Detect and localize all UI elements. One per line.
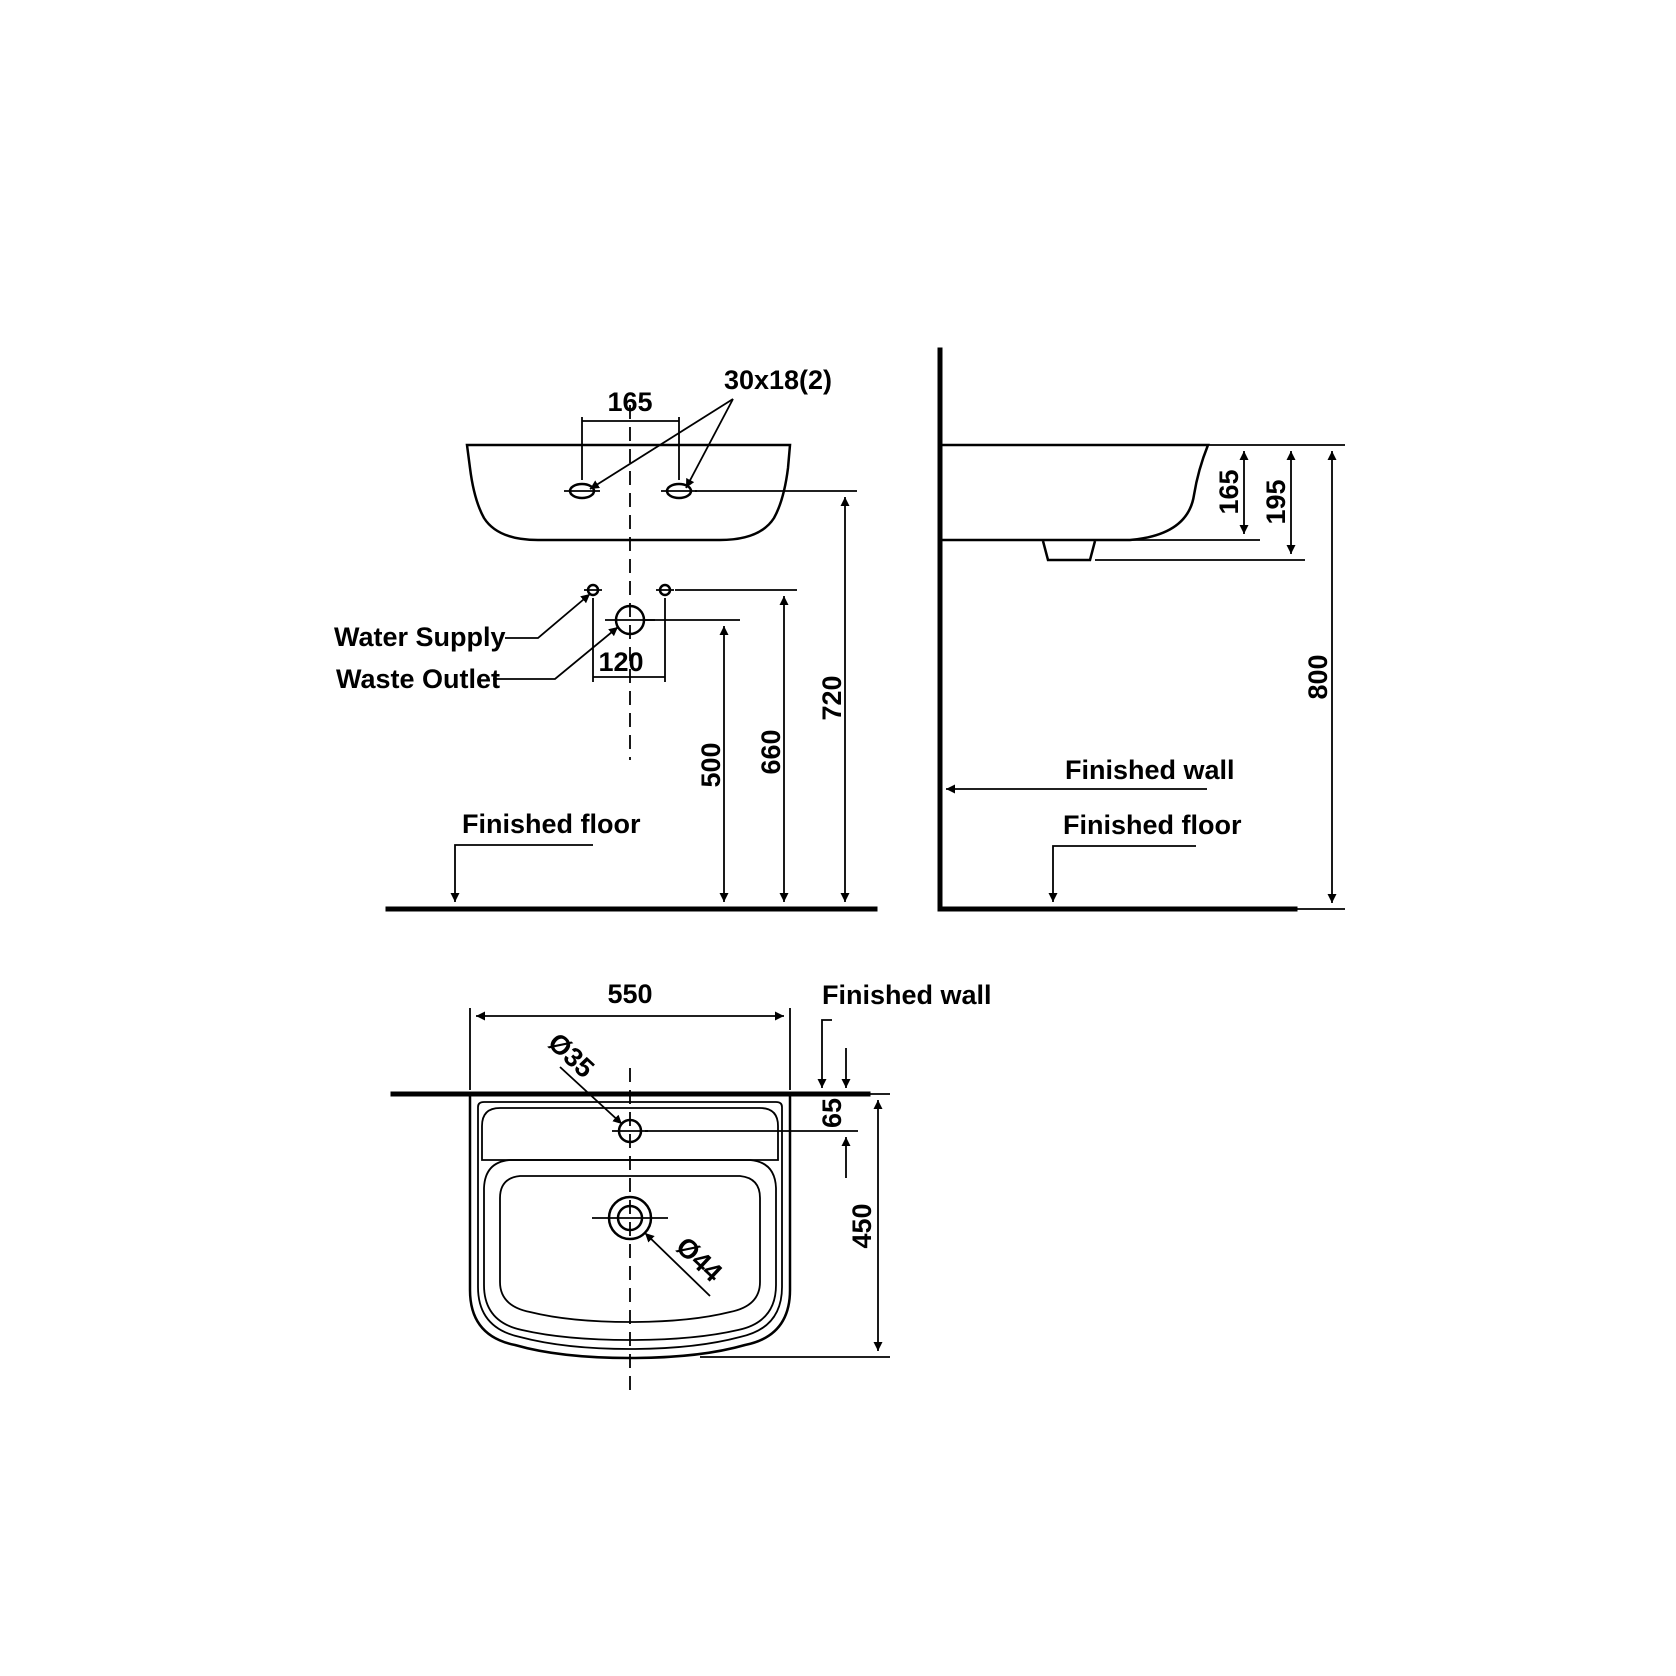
leader-hole-left (589, 398, 734, 490)
label-finished-wall-side: Finished wall (1065, 755, 1235, 785)
leader-floor-front (450, 844, 593, 902)
label-finished-floor-side: Finished floor (1063, 810, 1242, 840)
dim-drain: Ø44 (670, 1231, 728, 1288)
side-view: 165 195 800 Finished wall Finished floor (937, 347, 1345, 912)
leader-waste-outlet (493, 626, 619, 680)
label-water-supply: Water Supply (334, 622, 506, 652)
leader-hole-right (685, 398, 734, 489)
dim-total-depth: 195 (1261, 479, 1291, 524)
dim-supply-height: 660 (756, 729, 786, 774)
dim-projection: 450 (847, 1203, 877, 1248)
tap-hole-right (661, 482, 697, 500)
front-view: 165 30x18(2) 120 Water Supply Waste Outl… (334, 365, 878, 912)
dim-tap-offset: 65 (817, 1098, 847, 1128)
dim-waste-height: 500 (696, 742, 726, 787)
label-waste-outlet: Waste Outlet (336, 664, 500, 694)
dim-tap-hole: Ø35 (542, 1027, 600, 1084)
dim-holes-height: 720 (817, 675, 847, 720)
leader-tap-hole (559, 1066, 623, 1125)
top-tap-deck (481, 1107, 779, 1161)
side-trap-stub (1041, 540, 1097, 562)
tap-hole-left (564, 482, 600, 500)
dim-holes: 30x18(2) (724, 365, 832, 395)
side-basin-outline (942, 443, 1210, 542)
top-view: 550 Ø35 Ø44 Finished wall 65 450 (390, 979, 992, 1390)
front-basin-outline (465, 443, 792, 542)
dim-width: 550 (607, 979, 652, 1009)
dim-bowl-depth: 165 (1214, 469, 1244, 514)
water-supply-left (584, 583, 602, 597)
dim-tap-spacing: 165 (607, 387, 652, 417)
dim-supply-spacing: 120 (598, 647, 643, 677)
leader-water-supply (505, 593, 591, 639)
top-basin-rim (477, 1101, 783, 1350)
label-finished-floor-front: Finished floor (462, 809, 641, 839)
label-finished-wall-top: Finished wall (822, 980, 992, 1010)
leader-floor-side (1048, 845, 1196, 902)
leader-wall-top (817, 1019, 832, 1088)
water-supply-right (656, 583, 674, 597)
dim-rim-height: 800 (1303, 654, 1333, 699)
leader-drain (644, 1232, 711, 1297)
